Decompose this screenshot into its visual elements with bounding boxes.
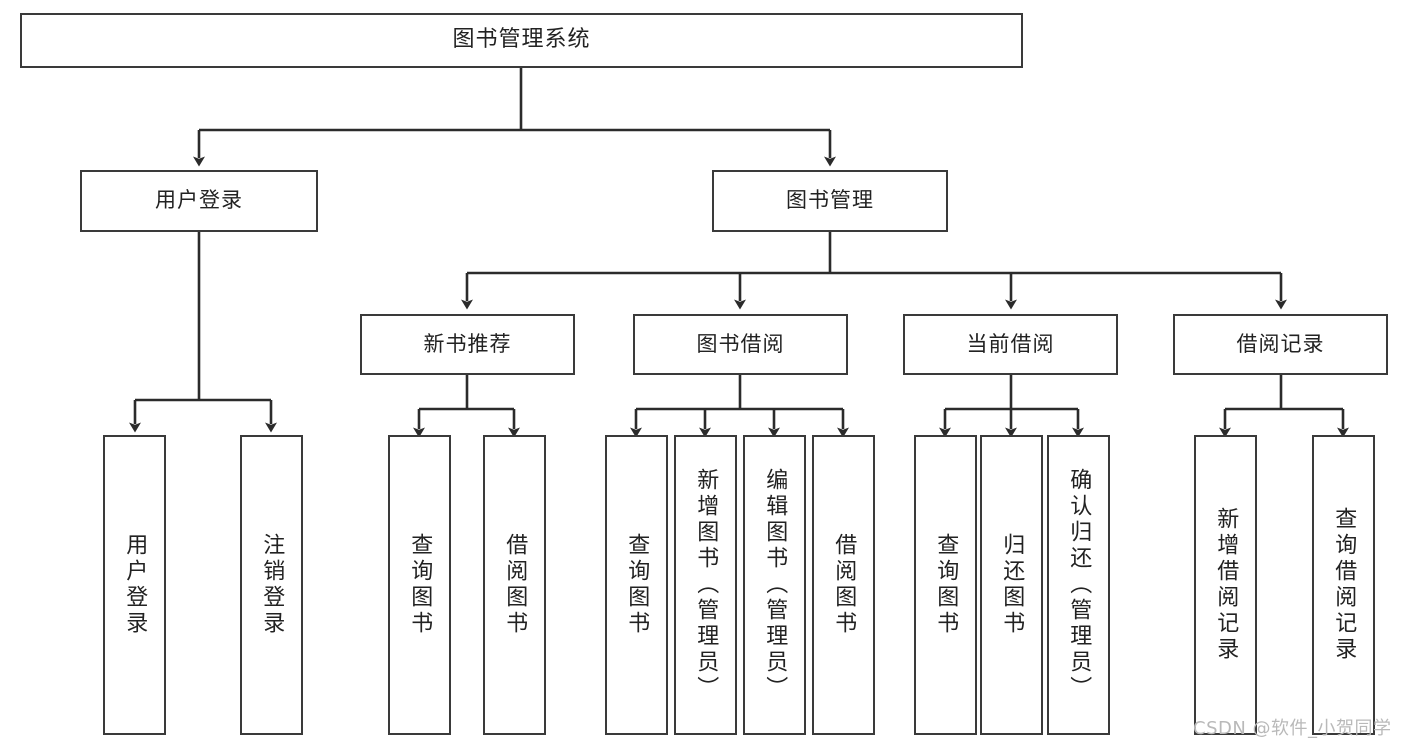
node-leaf-edit-book-label: 编辑图书（管理员） (762, 468, 788, 702)
node-user-login[interactable]: 用户登录 (80, 170, 318, 232)
node-book-manage-label: 图书管理 (786, 188, 874, 213)
node-leaf-query-record-label: 查询借阅记录 (1331, 507, 1357, 663)
node-leaf-user-logout-label: 注销登录 (259, 533, 285, 637)
node-leaf-query-book-2-label: 查询图书 (624, 533, 650, 637)
node-root[interactable]: 图书管理系统 (20, 13, 1023, 68)
node-new-book-rec-label: 新书推荐 (423, 331, 512, 356)
node-current-borrow[interactable]: 当前借阅 (903, 314, 1118, 375)
node-leaf-user-login[interactable]: 用户登录 (103, 435, 166, 735)
node-leaf-borrow-book-2[interactable]: 借阅图书 (812, 435, 875, 735)
node-leaf-add-book-label: 新增图书（管理员） (693, 468, 719, 702)
node-leaf-borrow-book-1[interactable]: 借阅图书 (483, 435, 546, 735)
node-leaf-query-book-1[interactable]: 查询图书 (388, 435, 451, 735)
node-leaf-add-record[interactable]: 新增借阅记录 (1194, 435, 1257, 735)
node-user-login-label: 用户登录 (155, 188, 243, 213)
node-leaf-add-book[interactable]: 新增图书（管理员） (674, 435, 737, 735)
node-root-label: 图书管理系统 (452, 27, 591, 53)
node-leaf-return-book-label: 归还图书 (999, 533, 1025, 637)
node-leaf-edit-book[interactable]: 编辑图书（管理员） (743, 435, 806, 735)
node-current-borrow-label: 当前借阅 (966, 331, 1055, 356)
watermark: CSDN @软件_小贺同学 (1193, 718, 1392, 739)
node-leaf-borrow-book-1-label: 借阅图书 (502, 533, 528, 637)
node-book-borrow-label: 图书借阅 (696, 331, 785, 356)
node-leaf-user-logout[interactable]: 注销登录 (240, 435, 303, 735)
node-leaf-query-book-3-label: 查询图书 (933, 533, 959, 637)
node-leaf-return-book[interactable]: 归还图书 (980, 435, 1043, 735)
node-leaf-confirm-return[interactable]: 确认归还（管理员） (1047, 435, 1110, 735)
node-leaf-add-record-label: 新增借阅记录 (1213, 507, 1239, 663)
node-leaf-borrow-book-2-label: 借阅图书 (831, 533, 857, 637)
node-new-book-rec[interactable]: 新书推荐 (360, 314, 575, 375)
node-leaf-confirm-return-label: 确认归还（管理员） (1066, 468, 1092, 702)
node-leaf-query-book-1-label: 查询图书 (407, 533, 433, 637)
node-borrow-record-label: 借阅记录 (1236, 331, 1325, 356)
node-leaf-query-book-3[interactable]: 查询图书 (914, 435, 977, 735)
node-borrow-record[interactable]: 借阅记录 (1173, 314, 1388, 375)
node-book-borrow[interactable]: 图书借阅 (633, 314, 848, 375)
node-leaf-query-book-2[interactable]: 查询图书 (605, 435, 668, 735)
node-leaf-query-record[interactable]: 查询借阅记录 (1312, 435, 1375, 735)
node-leaf-user-login-label: 用户登录 (122, 533, 148, 637)
node-book-manage[interactable]: 图书管理 (712, 170, 948, 232)
